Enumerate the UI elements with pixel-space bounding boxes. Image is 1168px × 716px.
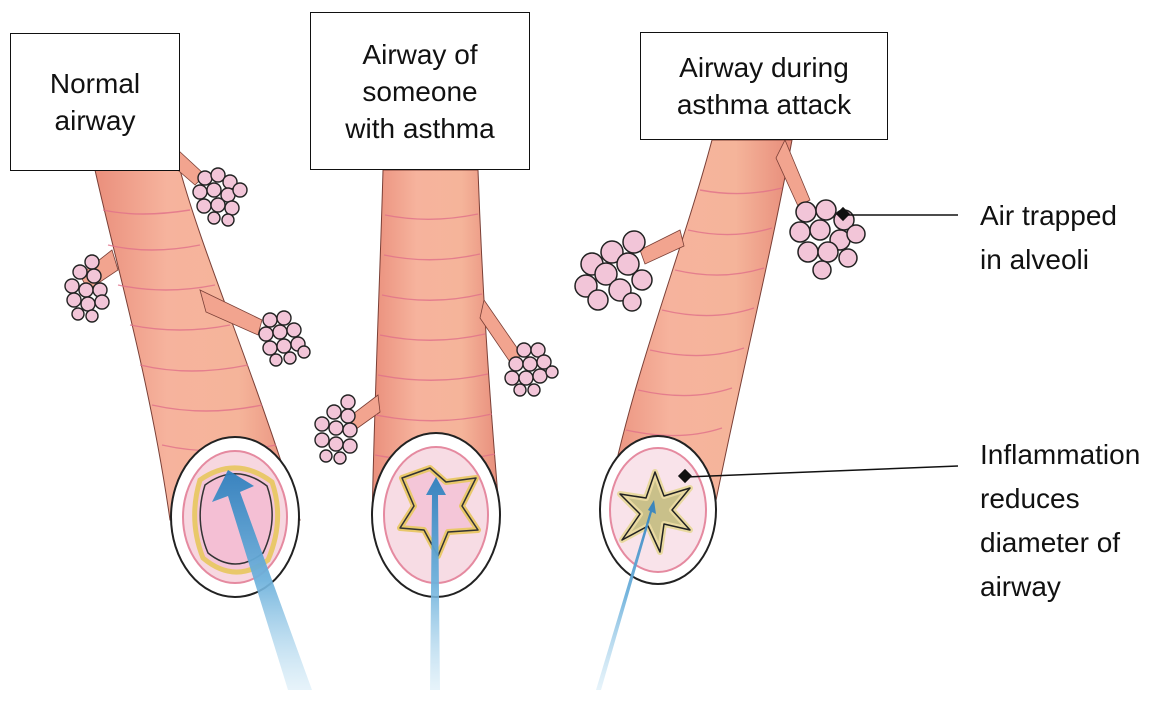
callout-air-trapped: Air trapped in alveoli — [980, 194, 1117, 282]
normal-alveoli-right — [259, 311, 310, 366]
attack-alveoli-left — [575, 231, 652, 311]
attack-airway — [596, 140, 810, 690]
label-normal-airway: Normal airway — [10, 33, 180, 171]
label-attack-airway-text: Airway during asthma attack — [677, 49, 851, 123]
attack-alveoli-right — [790, 200, 865, 279]
label-attack-airway: Airway during asthma attack — [640, 32, 888, 140]
label-asthma-airway: Airway of someone with asthma — [310, 12, 530, 170]
label-normal-airway-text: Normal airway — [50, 65, 140, 139]
label-asthma-airway-text: Airway of someone with asthma — [345, 36, 494, 147]
normal-alveoli-top — [193, 168, 247, 226]
asthma-airway — [345, 170, 522, 690]
normal-airway — [80, 150, 312, 690]
asthma-alveoli-left — [315, 395, 357, 464]
callout-inflammation: Inflammation reduces diameter of airway — [980, 433, 1140, 609]
